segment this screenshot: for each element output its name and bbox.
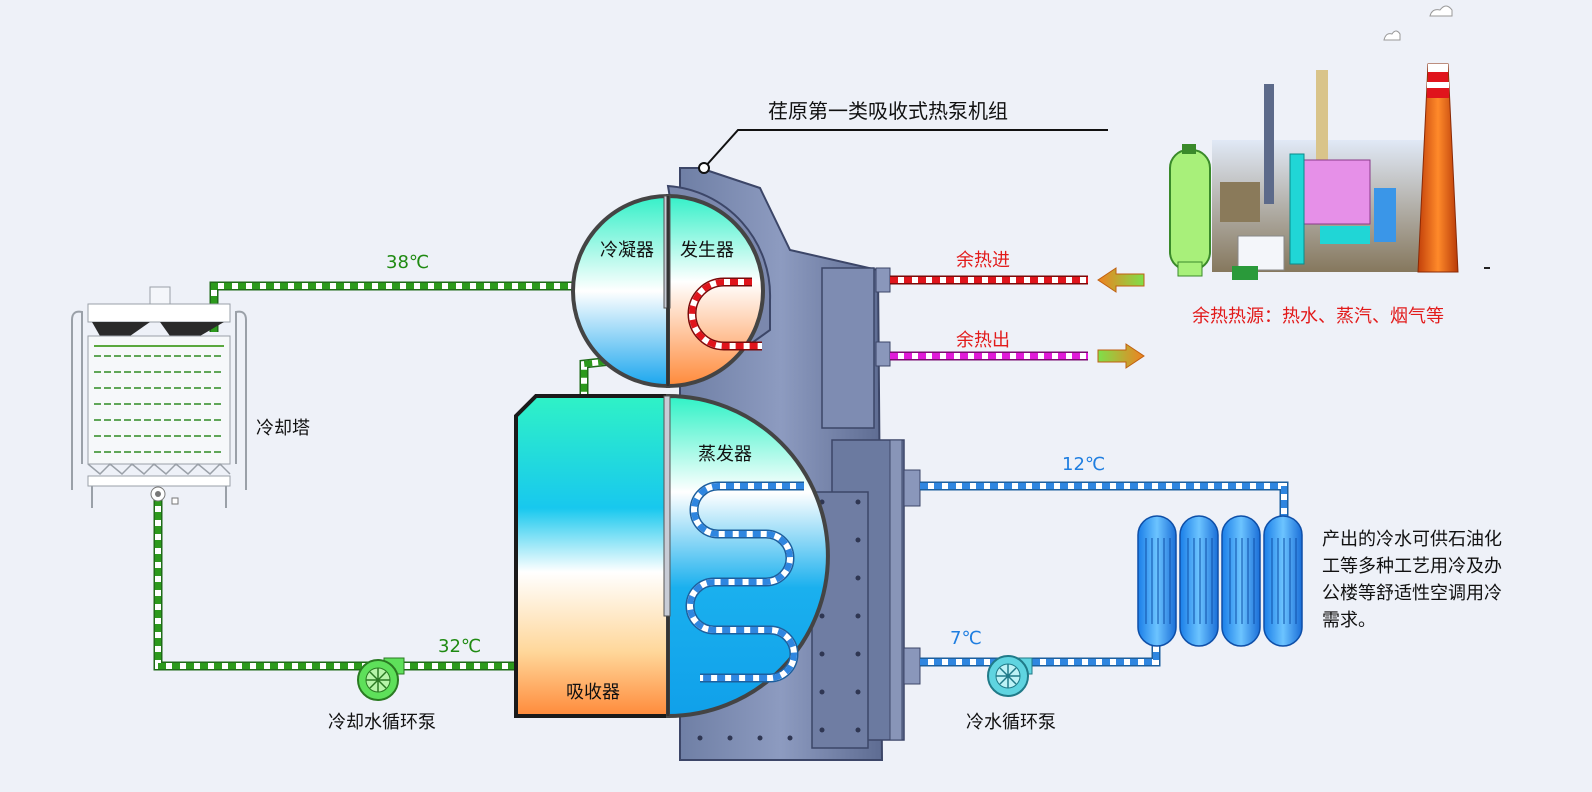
absorber-label: 吸收器 [566,682,620,703]
chilled-pump-label: 冷水循环泵 [966,712,1056,733]
generator-label: 发生器 [680,240,734,261]
waste-heat-source-plant [1169,63,1490,280]
chilled-water-terminals [1137,515,1303,647]
chilled-water-note: 产出的冷水可供石油化工等多种工艺用冷及办公楼等舒适性空调用冷需求。 [1322,529,1502,631]
waste-heat-in-label: 余热进 [956,250,1010,271]
waste-in-arrow [1097,267,1145,293]
title-leader [698,129,1108,174]
cooling-tower [71,286,247,508]
cloud-icon [1383,30,1401,41]
temp-chilled-in: 7℃ [950,628,982,649]
temp-cooling-out: 38℃ [386,252,429,273]
cooling-tower-label: 冷却塔 [256,418,310,439]
cooling-pump-label: 冷却水循环泵 [328,712,436,733]
evaporator-label: 蒸发器 [698,444,752,465]
chilled-pump-icon [987,655,1033,697]
absorber-evaporator-vessel [514,393,830,719]
condenser-label: 冷凝器 [600,240,654,261]
condenser-generator-vessel [571,193,765,389]
chilled-water-coil [685,481,804,683]
waste-heat-out-label: 余热出 [956,330,1010,351]
cooling-pump-icon [357,657,405,701]
temp-chilled-out: 12℃ [1062,454,1105,475]
diagram-title: 荏原第一类吸收式热泵机组 [768,99,1008,123]
waste-out-arrow [1097,343,1145,369]
waste-heat-source-label: 余热热源：热水、蒸汽、烟气等 [1192,306,1444,327]
temp-cooling-in: 32℃ [438,636,481,657]
cloud-icon [1429,5,1453,17]
waste-heat-coil [687,277,762,351]
